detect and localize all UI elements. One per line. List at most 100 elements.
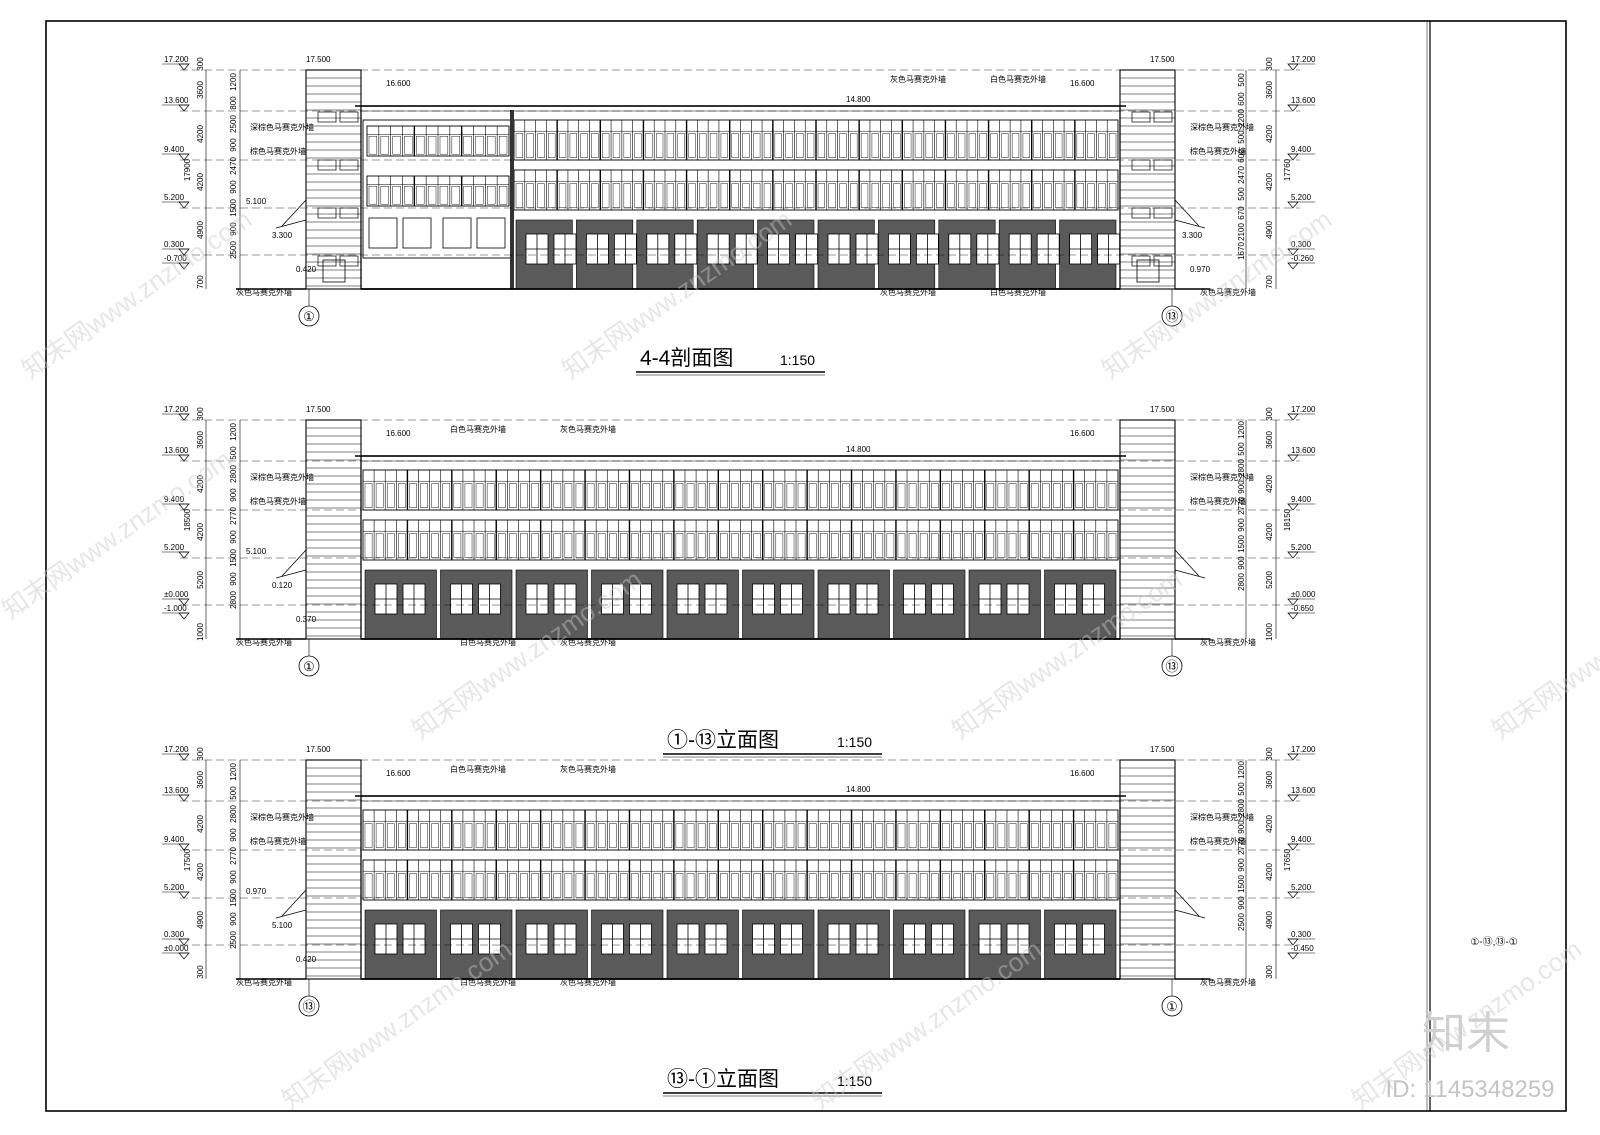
- elevation-triangle: [1287, 891, 1299, 899]
- window-pane: [542, 873, 550, 898]
- window-pane: [431, 823, 439, 848]
- window-pane: [404, 185, 413, 205]
- material-note: 棕色马赛克外墙: [1190, 146, 1246, 156]
- elevation-marker: 9.400: [1287, 495, 1315, 511]
- window-pane: [886, 533, 895, 558]
- window-pane: [842, 873, 850, 898]
- dimension-value: 2200: [1237, 109, 1246, 127]
- window-pane: [893, 133, 901, 158]
- elevation-marker: 0.300: [162, 240, 190, 256]
- window-pane: [975, 873, 983, 898]
- window-pane: [1065, 183, 1074, 208]
- canopy-strut: [281, 549, 307, 577]
- window-pane: [742, 873, 750, 898]
- dimension-value: 900: [229, 488, 238, 502]
- window-pane: [464, 533, 473, 558]
- material-note: 白色马赛克外墙: [450, 764, 506, 774]
- window-pane: [731, 133, 739, 158]
- window-pane: [853, 873, 861, 898]
- window-pane: [486, 483, 495, 508]
- elevation-value: 17.200: [1291, 405, 1316, 414]
- ground-floor-bays: [515, 219, 1120, 290]
- window-pane: [742, 183, 750, 208]
- window-pane: [392, 185, 401, 205]
- window-pane: [409, 483, 417, 508]
- window-pane: [653, 533, 662, 558]
- elevation-value: 13.600: [164, 786, 189, 795]
- window-pane: [645, 133, 653, 158]
- canopy-strut: [281, 199, 307, 227]
- dimension-value: 1200: [229, 763, 238, 781]
- window-pane: [1097, 873, 1106, 898]
- sheet-border: [45, 20, 1567, 1112]
- dimension-value: 1670: [1237, 242, 1246, 260]
- window-pane: [806, 183, 815, 208]
- window-pane: [808, 533, 817, 558]
- elevation-triangle: [178, 612, 190, 620]
- material-note: 深棕色马赛克外墙: [250, 472, 314, 482]
- window-pane: [953, 533, 961, 558]
- canopy-strut: [275, 569, 307, 579]
- elevation-triangle: [1287, 63, 1299, 71]
- window-pane: [558, 133, 567, 158]
- window-pane: [850, 183, 858, 208]
- window-pane: [942, 483, 950, 508]
- window-pane: [515, 183, 524, 208]
- window-pane: [431, 873, 439, 898]
- window-pane: [731, 183, 739, 208]
- elevation-marker: 9.400: [1287, 835, 1315, 851]
- window-pane: [1064, 823, 1072, 848]
- window-pane: [1053, 823, 1061, 848]
- window-pane: [655, 183, 664, 208]
- dimension-value: 2800: [1237, 459, 1246, 477]
- elevation-value: 17.500: [1150, 745, 1175, 754]
- window-pane: [364, 533, 373, 558]
- window-pane: [919, 823, 928, 848]
- window-pane: [645, 183, 653, 208]
- window-pane: [591, 183, 599, 208]
- material-note: 棕色马赛克外墙: [1190, 836, 1246, 846]
- window-pane: [498, 873, 506, 898]
- tower-outline: [305, 419, 362, 640]
- window-pane: [1044, 133, 1052, 158]
- elevation-value: 5.200: [164, 193, 185, 202]
- window-pane: [831, 483, 839, 508]
- window-pane: [427, 185, 437, 205]
- window-pane: [398, 483, 406, 508]
- window-pane: [842, 483, 850, 508]
- window-pane: [936, 133, 944, 158]
- elevation-value: 0.300: [164, 240, 185, 249]
- window-pane: [964, 823, 972, 848]
- dimension-value: 500: [1237, 130, 1246, 144]
- window-pane: [580, 183, 588, 208]
- elevation-value: ±0.000: [164, 590, 189, 599]
- elevation-value: 0.970: [246, 887, 267, 896]
- elevation-value: -0.650: [1291, 604, 1314, 613]
- window-pane: [620, 873, 628, 898]
- window-pane: [828, 183, 836, 208]
- window-pane: [597, 533, 606, 558]
- window-pane: [1033, 183, 1041, 208]
- window-pane: [688, 133, 696, 158]
- window-pane: [612, 133, 621, 158]
- window-pane: [427, 135, 437, 155]
- window-pane: [686, 483, 695, 508]
- window-pane: [897, 533, 906, 558]
- window-pane: [997, 483, 1006, 508]
- window-pane: [786, 823, 795, 848]
- window-pane: [486, 873, 495, 898]
- window-pane: [475, 135, 484, 155]
- material-note: 深棕色马赛克外墙: [250, 812, 314, 822]
- window-pane: [1019, 533, 1028, 558]
- material-note: 灰色马赛克外墙: [560, 764, 616, 774]
- dimension-value: 1500: [1237, 875, 1246, 893]
- window-pane: [953, 873, 961, 898]
- section-wall-cut: [510, 110, 514, 289]
- window-pane: [1075, 823, 1083, 848]
- elevation-value: 16.600: [386, 769, 411, 778]
- window-pane: [1008, 823, 1017, 848]
- window-pane: [975, 823, 983, 848]
- window-pane: [831, 823, 839, 848]
- tower-outline: [305, 69, 362, 290]
- material-note: 棕色马赛克外墙: [250, 496, 306, 506]
